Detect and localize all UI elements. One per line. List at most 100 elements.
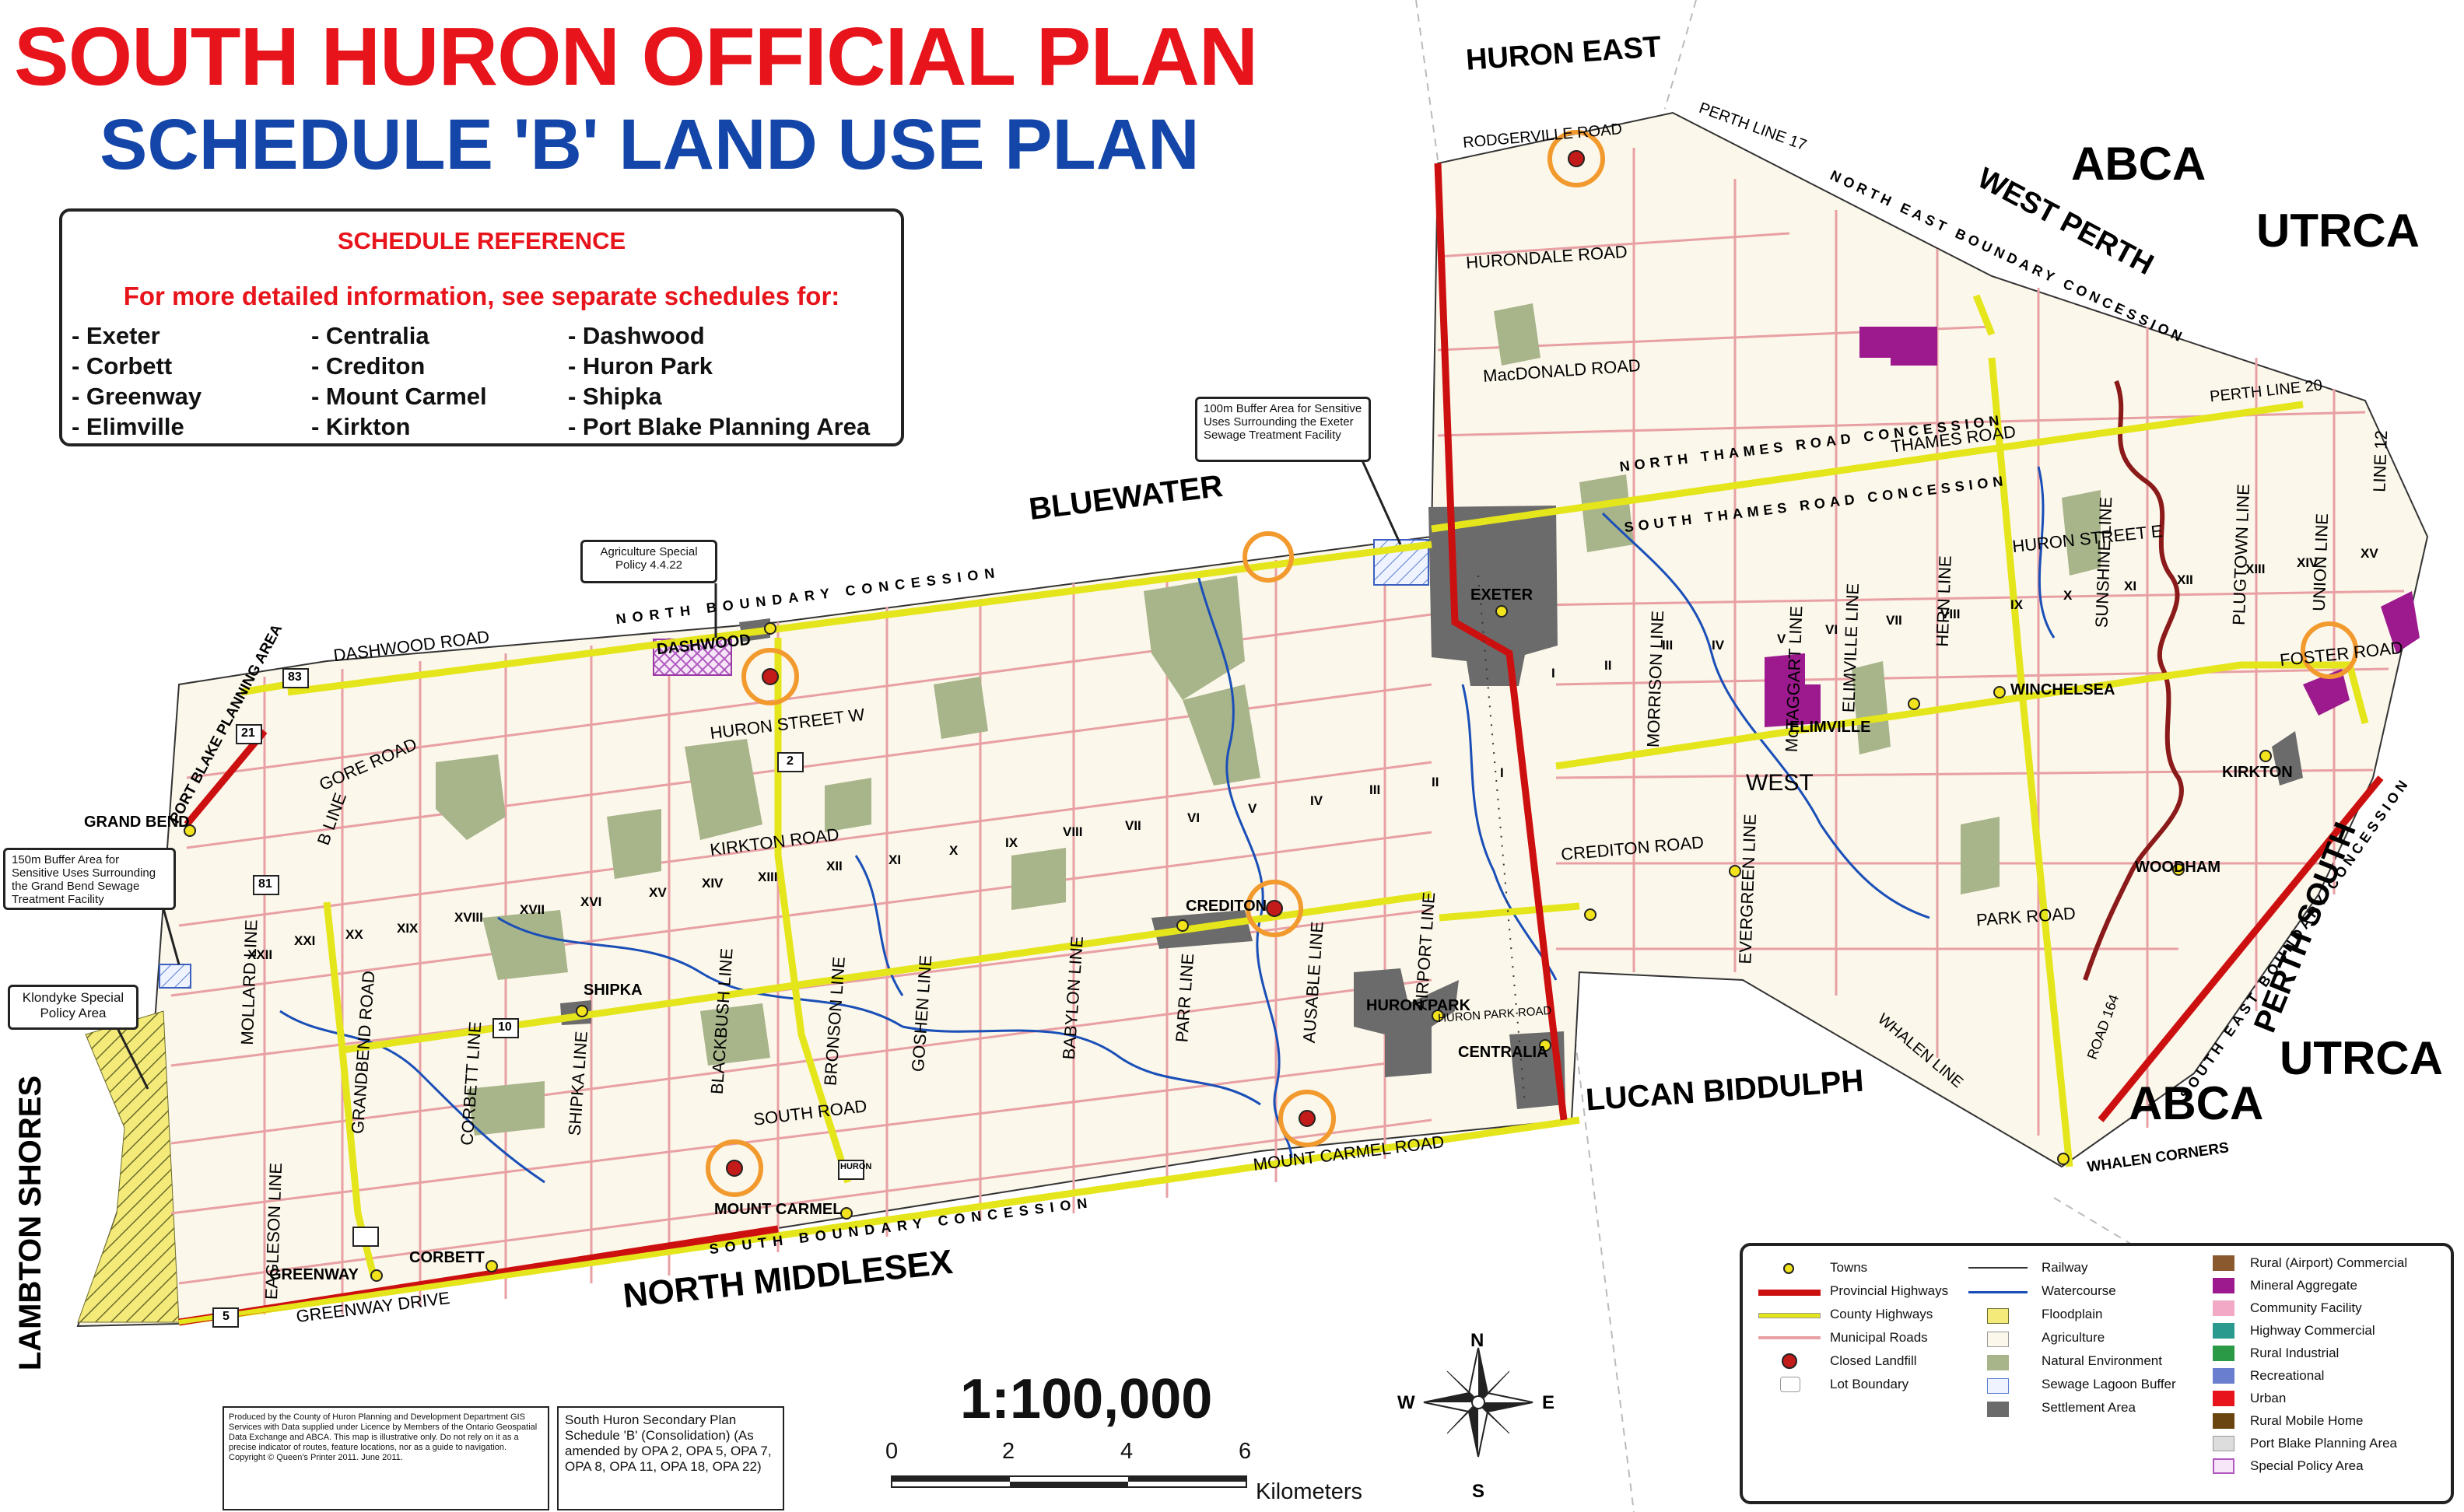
compass-rose xyxy=(1423,1347,1533,1458)
concession-label: XI xyxy=(2124,579,2137,593)
scale-tick-4: 4 xyxy=(1120,1439,1134,1464)
schedule-reference-box: SCHEDULE REFERENCE For more detailed inf… xyxy=(59,208,904,446)
schedule-item: - Kirkton xyxy=(311,413,411,440)
shield-5: 5 xyxy=(223,1310,230,1323)
grand-bend-buffer-callout: 150m Buffer Area for Sensitive Uses Surr… xyxy=(3,848,176,910)
municipal-road-swatch xyxy=(1758,1336,1821,1339)
agriculture-swatch xyxy=(1987,1332,2009,1347)
scale-ratio: 1:100,000 xyxy=(960,1368,1213,1430)
compass-e: E xyxy=(1542,1392,1555,1413)
legend-label: Watercourse xyxy=(2042,1283,2116,1298)
recreational-swatch xyxy=(2213,1368,2234,1384)
place-shipka: SHIPKA xyxy=(584,982,643,999)
label-utrca-bottom: UTRCA xyxy=(2280,1032,2443,1084)
kirkton-settlement xyxy=(2272,731,2303,786)
watercourse-swatch xyxy=(1968,1291,2028,1293)
landfill-mount-carmel xyxy=(706,1139,763,1197)
label-abca-top: ABCA xyxy=(2071,138,2206,190)
concession-label: XXII xyxy=(247,947,273,962)
place-elimville: ELIMVILLE xyxy=(1789,719,1871,736)
scale-bar xyxy=(891,1475,1247,1488)
legend-label: Recreational xyxy=(2250,1368,2325,1383)
label-utrca-top: UTRCA xyxy=(2256,205,2420,257)
compass-n: N xyxy=(1470,1330,1484,1351)
landfill-foster xyxy=(2301,621,2358,679)
concession-label: III xyxy=(1369,782,1381,797)
schedule-item: - Huron Park xyxy=(568,352,713,380)
municipal-road-grid xyxy=(170,148,2405,1314)
legend-label: Urban xyxy=(2250,1391,2287,1405)
legend-label: Towns xyxy=(1830,1260,1868,1275)
rural-industrial-swatch xyxy=(2213,1346,2234,1361)
concession-label: XIV xyxy=(2297,555,2319,570)
settlement-area-swatch xyxy=(1987,1402,2009,1417)
road-hern-line: HERN LINE xyxy=(1932,555,1955,648)
highway-shields xyxy=(212,668,864,1328)
legend-label: Port Blake Planning Area xyxy=(2250,1436,2398,1451)
natural-environment-patches xyxy=(436,303,2101,1136)
schedule-item: - Mount Carmel xyxy=(311,383,487,410)
community-facility-swatch xyxy=(2213,1300,2234,1316)
watercourses xyxy=(279,466,2056,1184)
legend-label: Settlement Area xyxy=(2042,1400,2136,1415)
concession-label: X xyxy=(2063,588,2073,603)
concession-label: VII xyxy=(1886,613,1902,628)
lot-boundary-swatch xyxy=(1780,1377,1800,1392)
legend-label: Rural (Airport) Commercial xyxy=(2250,1255,2408,1270)
road-line-12: LINE 12 xyxy=(2369,429,2392,493)
shield-21: 21 xyxy=(241,726,255,740)
concession-label: IV xyxy=(1712,638,1725,653)
floodplain-swatch xyxy=(1987,1308,2009,1324)
shield-huron: HURON xyxy=(840,1162,872,1171)
concession-label: XVIII xyxy=(454,910,483,925)
place-winchelsea: WINCHELSEA xyxy=(2010,681,2115,698)
schedule-item: - Corbett xyxy=(72,352,173,380)
concession-label: VI xyxy=(1187,810,1200,825)
concession-label: XIV xyxy=(702,876,724,891)
legend-label: Mineral Aggregate xyxy=(2250,1278,2357,1293)
credits-box: Produced by the County of Huron Planning… xyxy=(223,1406,549,1510)
concession-label: XV xyxy=(2361,546,2378,561)
rural-mobile-home-swatch xyxy=(2213,1413,2234,1429)
concession-label: V xyxy=(1248,801,1257,816)
county-highway-swatch xyxy=(1758,1313,1821,1318)
concession-label: I xyxy=(1500,765,1504,780)
concession-label: III xyxy=(1662,638,1674,653)
concession-label: XIX xyxy=(397,921,419,936)
label-lambton-shores: LAMBTON SHORES xyxy=(13,1075,48,1371)
place-corbett: CORBETT xyxy=(409,1249,485,1266)
schedule-list-1: - Exeter - Corbett - Greenway - Elimvill… xyxy=(72,320,202,442)
closed-landfill-swatch xyxy=(1782,1353,1797,1369)
landfill-dashwood xyxy=(741,648,799,705)
legend-label: Municipal Roads xyxy=(1830,1330,1928,1345)
scale-tick-2: 2 xyxy=(1002,1439,1015,1464)
schedule-reference-subheading: For more detailed information, see separ… xyxy=(123,282,840,310)
grand-bend-sewage-buffer xyxy=(159,964,191,989)
legend-label: Special Policy Area xyxy=(2250,1458,2364,1473)
place-grand-bend: GRAND BEND xyxy=(84,814,190,831)
mineral-aggregate-areas xyxy=(1765,327,2420,727)
landfill-crediton xyxy=(1246,880,1303,937)
schedule-item: - Dashwood xyxy=(568,322,705,349)
concession-label: I xyxy=(1551,666,1555,681)
schedule-reference-heading: SCHEDULE REFERENCE xyxy=(337,227,626,254)
concession-label: II xyxy=(1604,658,1612,673)
concession-label: XII xyxy=(826,859,843,873)
shield-83: 83 xyxy=(288,670,302,684)
compass-w: W xyxy=(1397,1392,1415,1413)
landfill-south xyxy=(1278,1090,1336,1147)
place-mount-carmel: MOUNT CARMEL xyxy=(714,1201,843,1218)
neighbour-boundaries xyxy=(1415,0,2335,1512)
highway-commercial-swatch xyxy=(2213,1323,2234,1339)
schedule-item: - Elimville xyxy=(72,413,184,440)
concession-label: XV xyxy=(649,885,667,900)
label-abca-bottom: ABCA xyxy=(2129,1077,2264,1129)
scale-tick-0: 0 xyxy=(885,1439,899,1464)
place-woodham: WOODHAM xyxy=(2135,859,2220,876)
schedule-item: - Crediton xyxy=(311,352,426,380)
port-blake-planning-area-swatch xyxy=(2213,1436,2234,1451)
shield-2: 2 xyxy=(787,754,794,768)
legend-label: Natural Environment xyxy=(2042,1353,2162,1368)
towns-swatch xyxy=(1783,1263,1794,1274)
